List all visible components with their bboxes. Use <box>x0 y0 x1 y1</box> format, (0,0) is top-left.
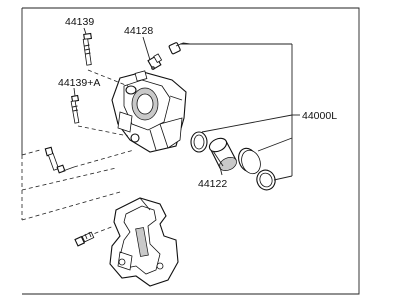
label-bolt-upper: 44139 <box>65 16 94 28</box>
sleeve-bolt-icon <box>74 231 95 247</box>
leader-bolt-lower <box>73 87 76 97</box>
leader-piston <box>219 166 223 176</box>
piston-seal-icon <box>190 131 208 153</box>
label-caliper-assembly: 44000L <box>302 110 337 122</box>
retaining-ring-icon <box>256 169 276 191</box>
bolt-lower-icon <box>70 94 80 124</box>
label-piston: 44122 <box>198 178 227 190</box>
label-bolt-lower: 44139+A <box>58 77 100 89</box>
piston-icon <box>208 137 237 171</box>
caliper-guide-boss-icon <box>125 85 140 143</box>
bracket-44000l <box>180 43 300 181</box>
bleeder-cap-icon <box>168 42 191 55</box>
assembly-dashed-lines <box>21 69 135 237</box>
label-bleeder: 44128 <box>124 25 153 37</box>
guide-pin-bolt-icon <box>44 146 75 174</box>
leader-bolt-upper <box>83 27 87 35</box>
leader-bleeder <box>142 36 151 61</box>
caliper-body-icon <box>111 70 187 153</box>
diagram-frame <box>21 7 360 295</box>
bolt-upper-icon <box>82 32 92 66</box>
bleeder-screw-icon <box>147 53 163 71</box>
dust-boot-icon <box>238 147 261 175</box>
torque-member-icon <box>109 197 179 287</box>
